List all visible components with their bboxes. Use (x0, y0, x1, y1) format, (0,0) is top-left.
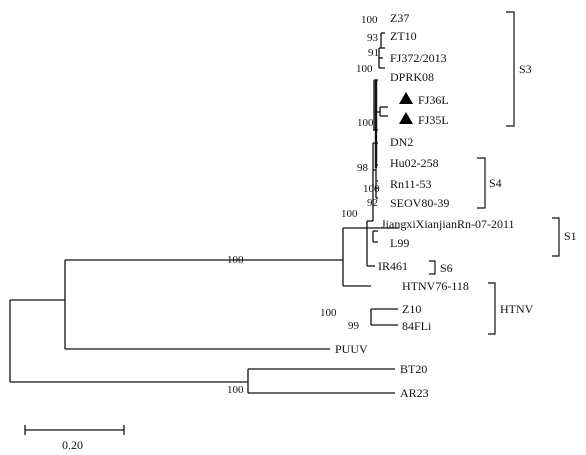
group-label-s1: S1 (564, 229, 577, 243)
bootstrap-b12: 99 (348, 320, 360, 332)
leaf-fj36l: FJ36L (418, 93, 449, 107)
leaf-jiangxi: JiangxiXianjianRn-07-2011 (381, 217, 515, 231)
leaf-fli84: 84FLi (402, 319, 432, 333)
bootstrap-b5: 100 (357, 117, 374, 129)
clade-brackets (429, 11, 560, 335)
bootstrap-b7: 100 (363, 183, 380, 195)
bootstrap-b10: 100 (227, 254, 244, 266)
leaf-ir461: IR461 (378, 259, 408, 273)
group-label-htnv: HTNV (500, 302, 534, 316)
leaf-puuv: PUUV (335, 342, 368, 356)
leaf-bt20: BT20 (400, 362, 427, 376)
leaf-rn11: Rn11-53 (390, 177, 432, 191)
leaf-z10: Z10 (402, 302, 421, 316)
group-label-s4: S4 (489, 176, 502, 190)
bootstrap-b13: 100 (227, 384, 244, 396)
leaf-fj35l: FJ35L (418, 113, 449, 127)
leaf-z37: Z37 (390, 11, 409, 25)
group-label-s6: S6 (440, 261, 453, 275)
bracket-s1 (552, 217, 560, 257)
triangle-marker-fj35l (399, 112, 413, 124)
bracket-s6 (429, 260, 436, 275)
leaf-l99: L99 (390, 236, 409, 250)
bootstrap-b4: 100 (356, 63, 373, 75)
bootstrap-b11: 100 (320, 307, 337, 319)
group-label-s3: S3 (519, 62, 532, 76)
leaf-dn2: DN2 (390, 135, 413, 149)
leaf-dprk08: DPRK08 (390, 70, 434, 84)
bootstrap-b9: 100 (341, 208, 358, 220)
bootstrap-b1: 100 (361, 14, 378, 26)
bracket-s3 (506, 11, 515, 127)
bracket-s4 (477, 157, 486, 209)
leaf-hu02: Hu02-258 (390, 156, 439, 170)
bootstrap-b8: 92 (367, 197, 378, 209)
sample-markers (399, 92, 413, 124)
tree-branches (9, 32, 399, 394)
leaf-seov: SEOV80-39 (390, 196, 449, 210)
bootstrap-b6: 98 (357, 162, 369, 174)
leaf-htnv76: HTNV76-118 (402, 279, 469, 293)
bootstrap-b2: 93 (367, 32, 379, 44)
leaf-fj372: FJ372/2013 (390, 51, 447, 65)
bootstrap-b3: 91 (368, 47, 379, 59)
leaf-zt10: ZT10 (390, 29, 417, 43)
bracket-htnv (488, 282, 496, 335)
scale-bar: 0.20 (24, 425, 125, 452)
scale-bar-label: 0.20 (62, 438, 83, 452)
leaf-ar23: AR23 (400, 386, 429, 400)
triangle-marker-fj36l (399, 92, 413, 104)
